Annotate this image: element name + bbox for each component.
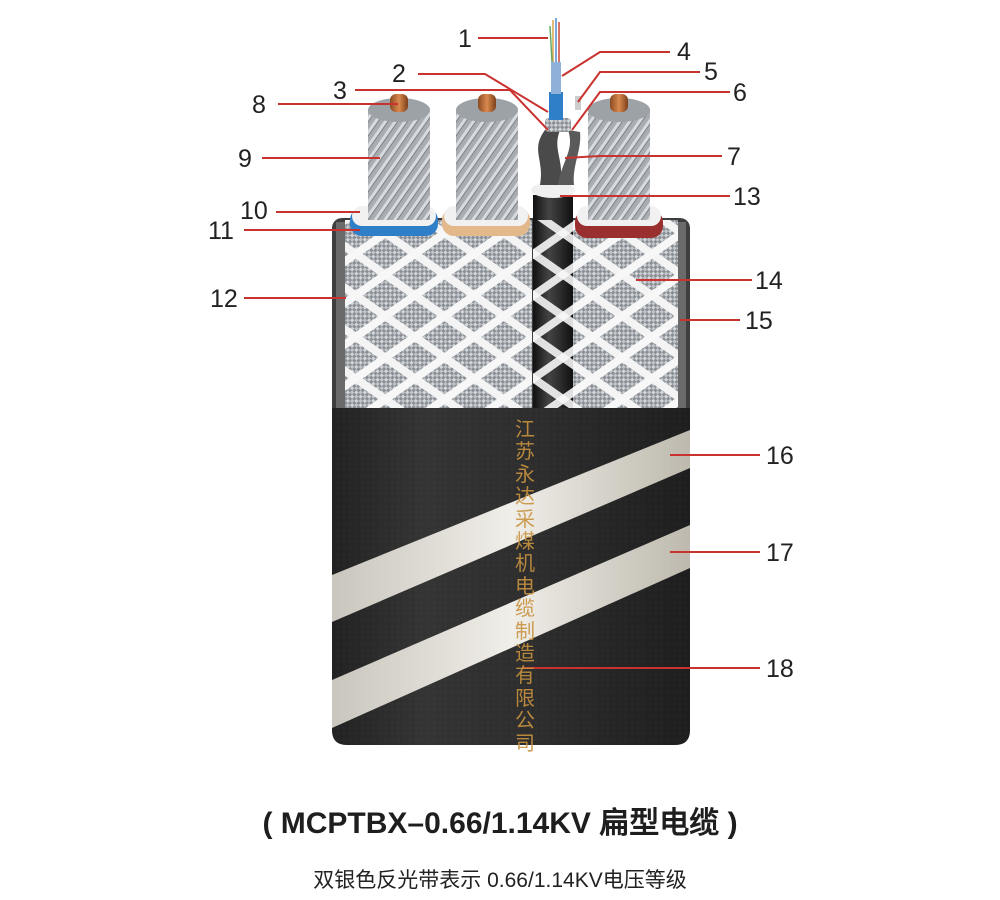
callout-5: 5 xyxy=(704,58,718,86)
callout-6: 6 xyxy=(733,79,747,107)
callout-4: 4 xyxy=(677,38,691,66)
manufacturer-watermark: 江苏永达采煤机电缆制造有限公司 xyxy=(512,418,538,754)
diagram-subtitle: 双银色反光带表示 0.66/1.14KV电压等级 xyxy=(0,864,1000,894)
power-core-blue xyxy=(345,94,440,415)
diagram-title: ( MCPTBX–0.66/1.14KV 扁型电缆 ) xyxy=(0,798,1000,842)
control-unit xyxy=(538,18,581,185)
power-core-tan xyxy=(440,94,532,415)
callout-14: 14 xyxy=(755,267,783,295)
power-core-red xyxy=(573,94,678,415)
callout-13: 13 xyxy=(733,183,761,211)
callout-17: 17 xyxy=(766,539,794,567)
callout-11: 11 xyxy=(208,217,234,245)
callout-12: 12 xyxy=(210,285,238,313)
callout-7: 7 xyxy=(727,143,741,171)
callout-9: 9 xyxy=(238,145,252,173)
callout-16: 16 xyxy=(766,442,794,470)
callout-2: 2 xyxy=(392,60,406,88)
callout-1: 1 xyxy=(458,25,472,53)
pilot-core-black xyxy=(531,182,575,415)
callout-3: 3 xyxy=(333,77,347,105)
callout-15: 15 xyxy=(745,307,773,335)
callout-10: 10 xyxy=(240,197,268,225)
callout-18: 18 xyxy=(766,655,794,683)
callout-8: 8 xyxy=(252,91,266,119)
